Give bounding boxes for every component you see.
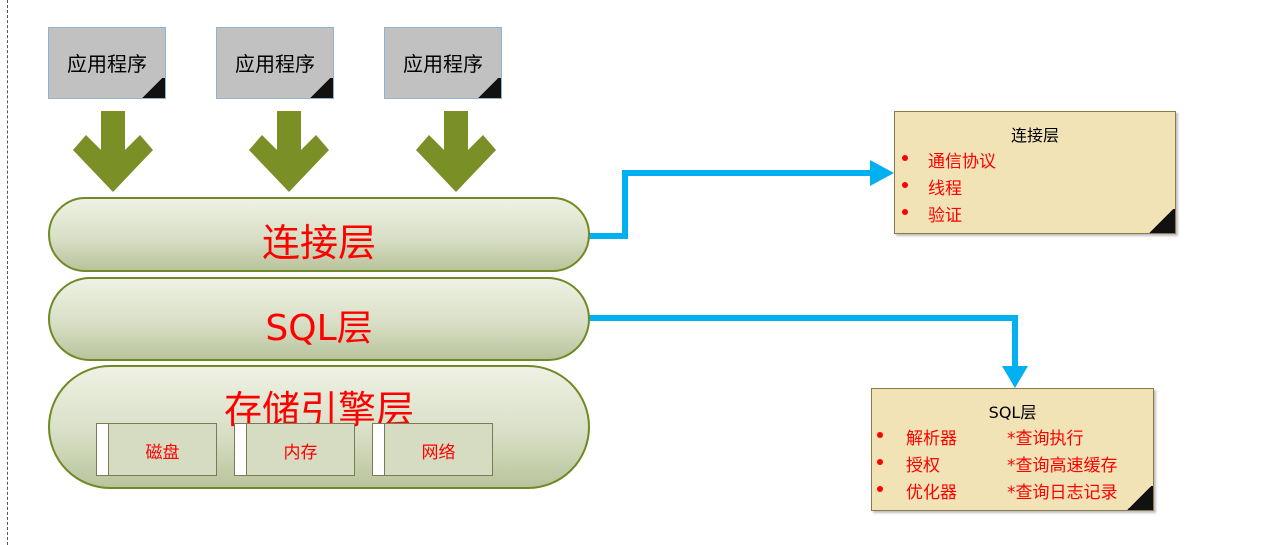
connection-layer-note: 连接层 通信协议 线程 验证 [894,111,1176,234]
app-label: 应用程序 [235,52,315,76]
sql-layer-title: SQL层 [265,308,373,349]
note-item: 验证 [928,206,962,226]
storage-item-label: 磁盘 [145,443,180,463]
connection-layer: 连接层 [48,197,590,272]
storage-item-network: 网络 [372,423,493,476]
app-box-2: 应用程序 [216,27,334,99]
note-item: 通信协议 [928,152,996,172]
storage-item-disk: 磁盘 [96,423,217,476]
bullet-icon [902,155,908,161]
storage-item-label: 网络 [421,443,456,463]
bullet-icon [877,486,883,492]
down-arrow-1 [73,111,153,192]
bullet-icon [902,182,908,188]
connection-layer-title: 连接层 [261,221,376,265]
bullet-icon [877,459,883,465]
note-title: SQL层 [988,403,1037,422]
down-arrow-3 [416,111,496,192]
storage-item-label: 内存 [283,443,318,463]
app-label: 应用程序 [403,52,483,76]
fold-corner [1147,209,1175,233]
app-label: 应用程序 [67,52,147,76]
fold-corner [475,78,501,98]
note-title: 连接层 [1010,126,1059,145]
note-item: 解析器 [906,429,957,449]
app-box-3: 应用程序 [384,27,502,99]
page-border-dashed [7,0,8,545]
note-item: *查询高速缓存 [1007,456,1118,476]
storage-item-memory: 内存 [234,423,355,476]
sql-layer: SQL层 [48,277,590,361]
fold-corner [307,78,333,98]
fold-corner [139,78,165,98]
down-arrow-2 [249,111,329,192]
bullet-icon [877,432,883,438]
note-item: 线程 [928,179,962,199]
note-item: *查询日志记录 [1007,483,1118,503]
sql-layer-note: SQL层 解析器 *查询执行 授权 *查询高速缓存 优化器 *查询日志记录 [871,388,1154,511]
note-item: *查询执行 [1007,429,1084,449]
app-box-1: 应用程序 [48,27,166,99]
note-item: 授权 [906,456,940,476]
fold-corner [1125,486,1153,510]
note-item: 优化器 [906,483,957,503]
bullet-icon [902,209,908,215]
connector-sql-layer [589,315,1028,388]
connector-connection-layer [589,160,894,239]
